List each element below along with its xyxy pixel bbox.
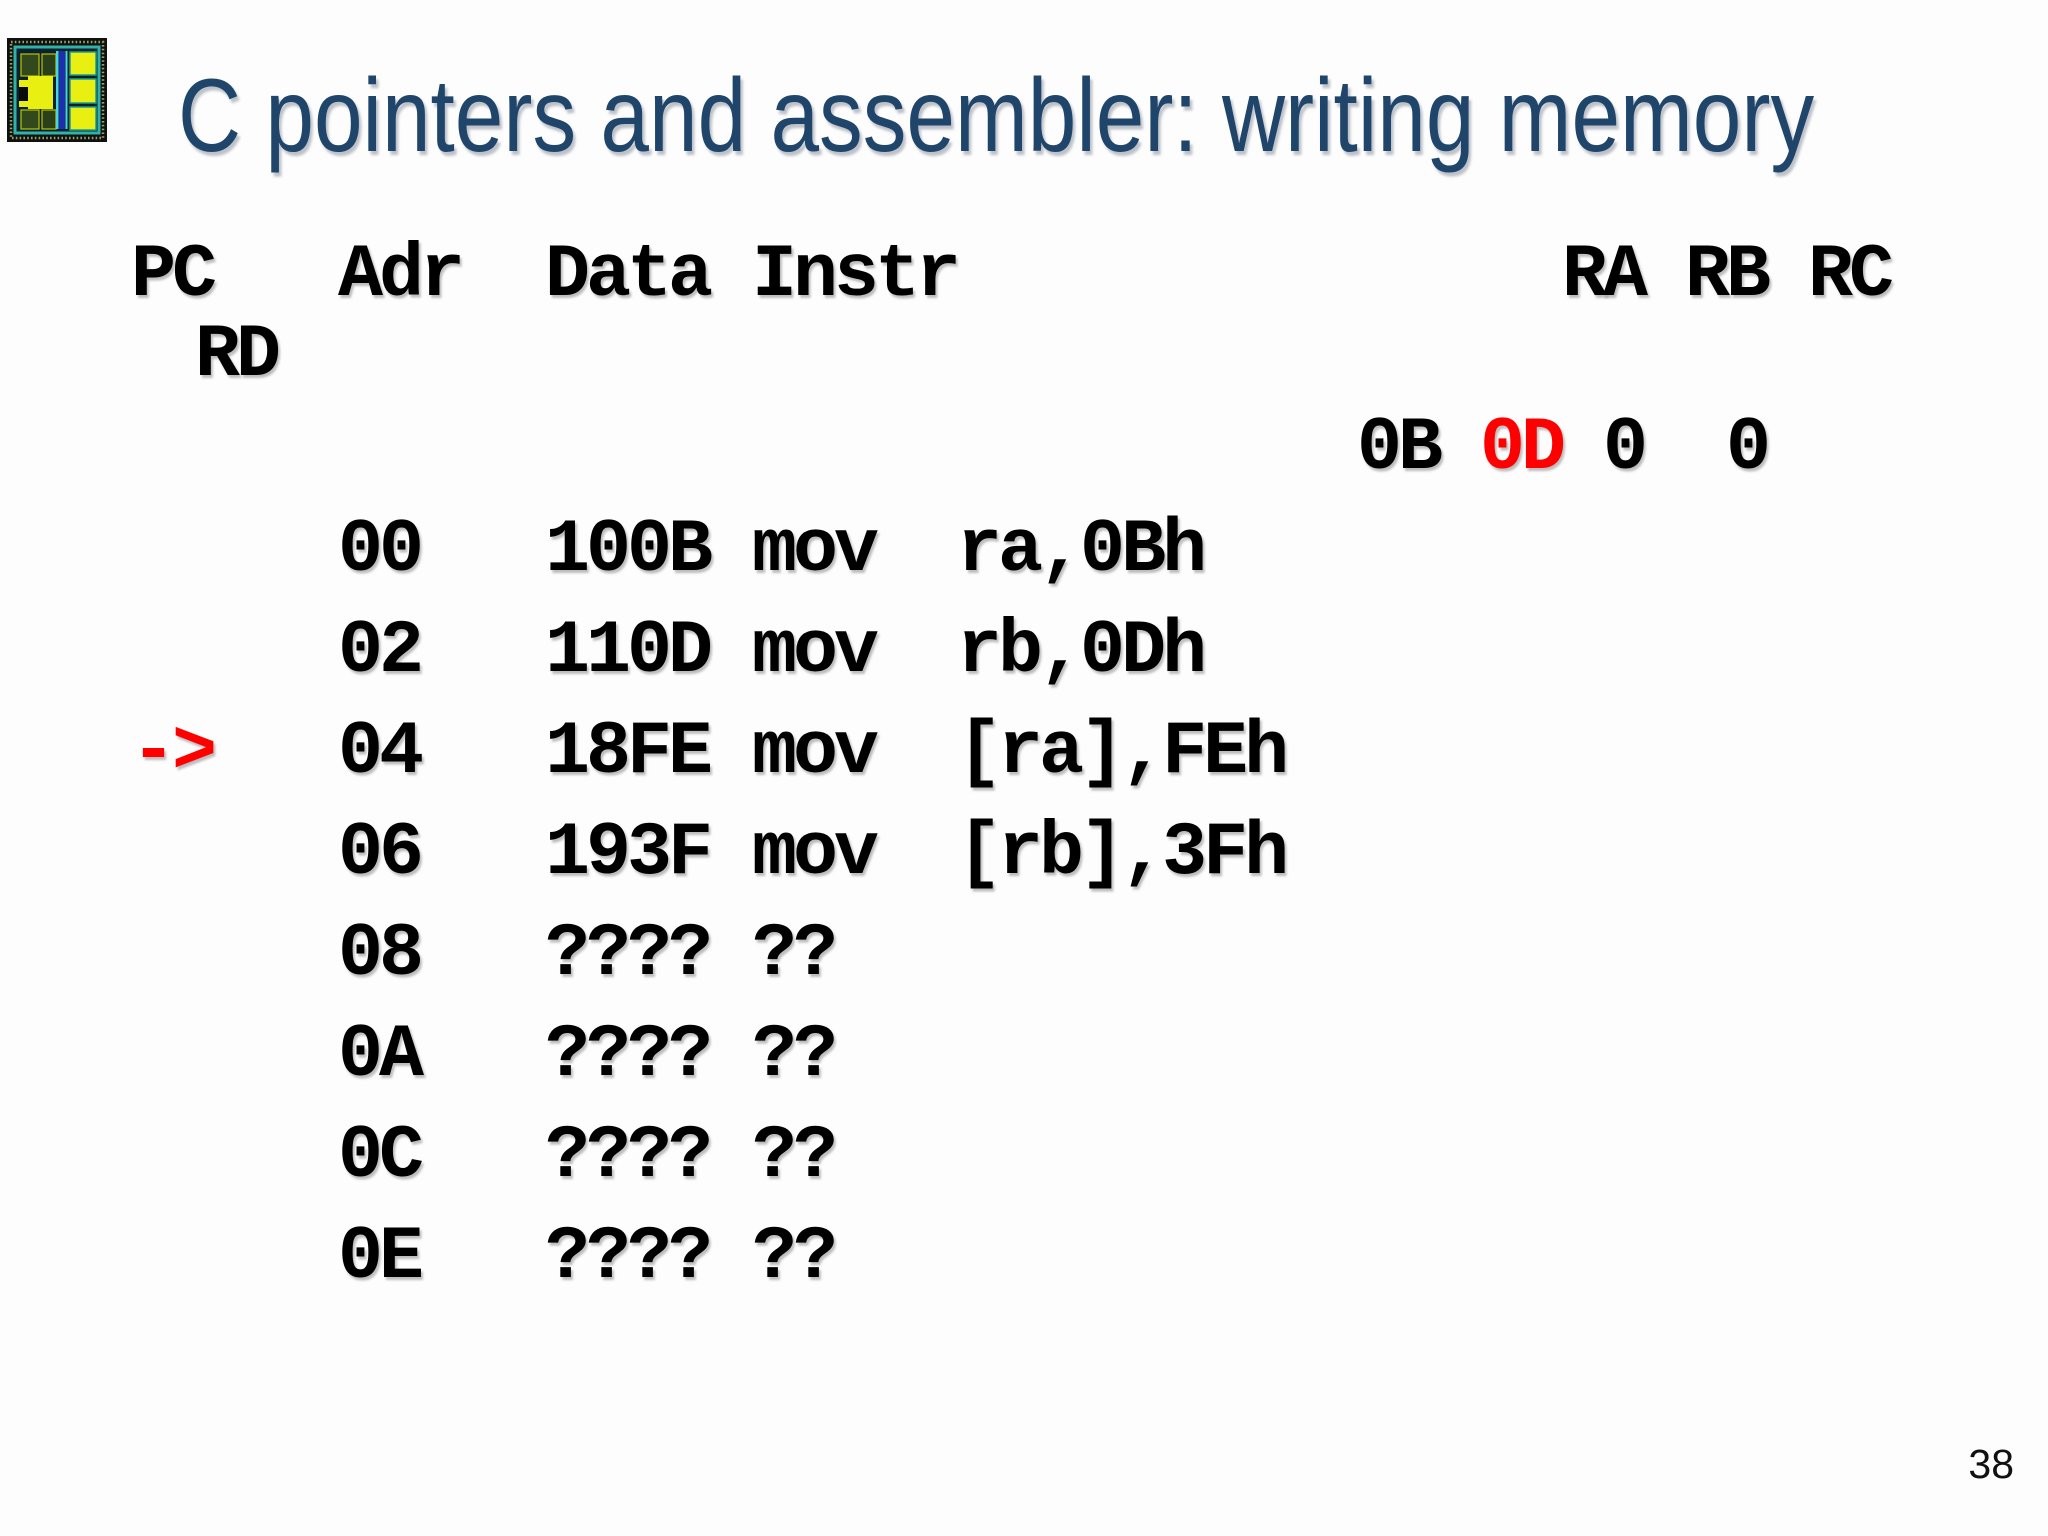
cell-address: 0A xyxy=(338,1013,424,1098)
page-title: C pointers and assembler: writing memory xyxy=(178,58,1815,174)
header-registers: RA RB RC xyxy=(1562,233,1894,318)
register-value-rc: 0 xyxy=(1603,406,1648,491)
register-value-rd: 0 xyxy=(1726,406,1771,491)
current-instruction-arrow: -> xyxy=(131,710,217,795)
header-data: Data xyxy=(545,233,713,318)
header-instr: Instr xyxy=(752,233,961,318)
cell-address: 0E xyxy=(338,1215,424,1300)
header-pc: PC xyxy=(131,233,217,318)
cell-data: 110D xyxy=(545,609,713,694)
register-value-rb: 0D xyxy=(1480,406,1566,491)
cell-data: 18FE xyxy=(545,710,713,795)
memory-table-row: 0E ???? ?? xyxy=(0,1220,2048,1300)
register-value-ra: 0B xyxy=(1357,406,1443,491)
memory-table-row: 06 193F mov [rb],3Fh xyxy=(0,816,2048,896)
header-rd: RD xyxy=(195,313,281,398)
table-header-row: PC Adr Data Instr RA RB RC xyxy=(0,238,2048,318)
cell-instruction: mov ra,0Bh xyxy=(752,508,1207,593)
memory-table-row: 08 ???? ?? xyxy=(0,917,2048,997)
page-number: 38 xyxy=(1968,1441,2014,1487)
cell-data: 193F xyxy=(545,811,713,896)
cell-instruction: mov rb,0Dh xyxy=(752,609,1207,694)
cell-address: 02 xyxy=(338,609,424,694)
header-adr: Adr xyxy=(338,233,465,318)
memory-table-row: 02 110D mov rb,0Dh xyxy=(0,614,2048,694)
table-header-row-wrapped: RD xyxy=(0,318,2048,398)
cell-data: ???? xyxy=(545,1215,713,1300)
cell-data: ???? xyxy=(545,912,713,997)
register-values-row: 0B 0D 0 0 xyxy=(0,411,2048,491)
cell-data: 100B xyxy=(545,508,713,593)
cell-data: ???? xyxy=(545,1114,713,1199)
memory-table-row: 00 100B mov ra,0Bh xyxy=(0,513,2048,593)
cell-instruction: ?? xyxy=(752,912,838,997)
cell-data: ???? xyxy=(545,1013,713,1098)
cell-address: 04 xyxy=(338,710,424,795)
cell-instruction: ?? xyxy=(752,1013,838,1098)
cell-instruction: ?? xyxy=(752,1215,838,1300)
cell-instruction: mov [ra],FEh xyxy=(752,710,1289,795)
cell-address: 08 xyxy=(338,912,424,997)
cell-address: 0C xyxy=(338,1114,424,1199)
cell-instruction: ?? xyxy=(752,1114,838,1199)
chip-die-icon xyxy=(7,38,107,142)
memory-table-row: 0C ???? ?? xyxy=(0,1119,2048,1199)
cell-address: 00 xyxy=(338,508,424,593)
cell-instruction: mov [rb],3Fh xyxy=(752,811,1289,896)
memory-table-row: 0A ???? ?? xyxy=(0,1018,2048,1098)
memory-table-row: -> 04 18FE mov [ra],FEh xyxy=(0,715,2048,795)
cell-address: 06 xyxy=(338,811,424,896)
